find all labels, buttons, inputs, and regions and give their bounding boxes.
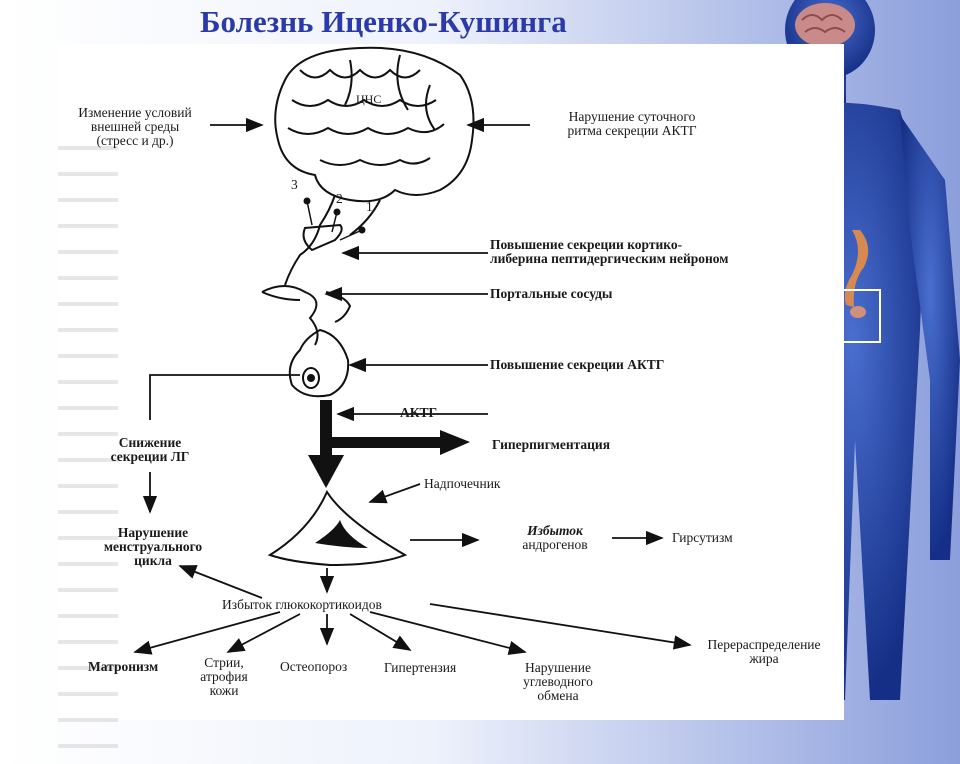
hypertension-label: Гипертензия — [384, 660, 457, 675]
env-change-label: Изменение условий внешней среды (стресс … — [78, 105, 192, 148]
menstrual-label: Нарушение менструального цикла — [103, 525, 203, 568]
lh-decrease-label: Снижение секреции ЛГ — [110, 435, 190, 464]
neuron-2-label: 2 — [336, 191, 343, 206]
page-title: Болезнь Иценко-Кушинга — [200, 4, 567, 39]
background-text-column — [58, 124, 118, 764]
carb-metabolism-label: Нарушение углеводного обмена — [523, 660, 593, 703]
neuron-3-label: 3 — [291, 177, 298, 192]
brain-drawing — [274, 46, 475, 286]
striae-label: Стрии, атрофия кожи — [200, 655, 248, 698]
organ-icon — [844, 230, 869, 307]
neuron-1-label: 1 — [366, 199, 373, 214]
cns-label: ЦНС — [356, 92, 382, 106]
pathogenesis-diagram — [133, 46, 692, 655]
hirsutism-label: Гирсутизм — [672, 530, 733, 545]
pituitary-cell — [288, 328, 350, 398]
glucocorticoid-excess-label: Избыток глюкокортикоидов — [222, 597, 382, 612]
matronism-label: Матронизм — [88, 659, 159, 674]
hyperpigmentation-label: Гиперпигментация — [492, 437, 611, 452]
acth-label: АКТГ — [400, 405, 438, 420]
acth-thick-arrow — [308, 400, 470, 488]
portal-vessels-label: Портальные сосуды — [490, 286, 613, 301]
adrenal-label: Надпочечник — [424, 476, 501, 491]
adrenal-gland — [267, 489, 408, 567]
androgens-label: Избыток андрогенов — [522, 523, 588, 552]
osteoporosis-label: Остеопороз — [280, 659, 348, 674]
neuron-dots — [303, 197, 366, 241]
rhythm-label: Нарушение суточного ритма секреции АКТГ — [567, 109, 697, 138]
acth-increase-label: Повышение секреции АКТГ — [490, 357, 665, 372]
fat-redistribution-label: Перераспределение жира — [707, 637, 821, 666]
crh-label: Повышение секреции кортико- либерина пеп… — [490, 237, 729, 266]
brain-icon — [795, 3, 855, 47]
gluco-arrows — [133, 603, 692, 655]
adrenal-icon — [850, 306, 866, 318]
